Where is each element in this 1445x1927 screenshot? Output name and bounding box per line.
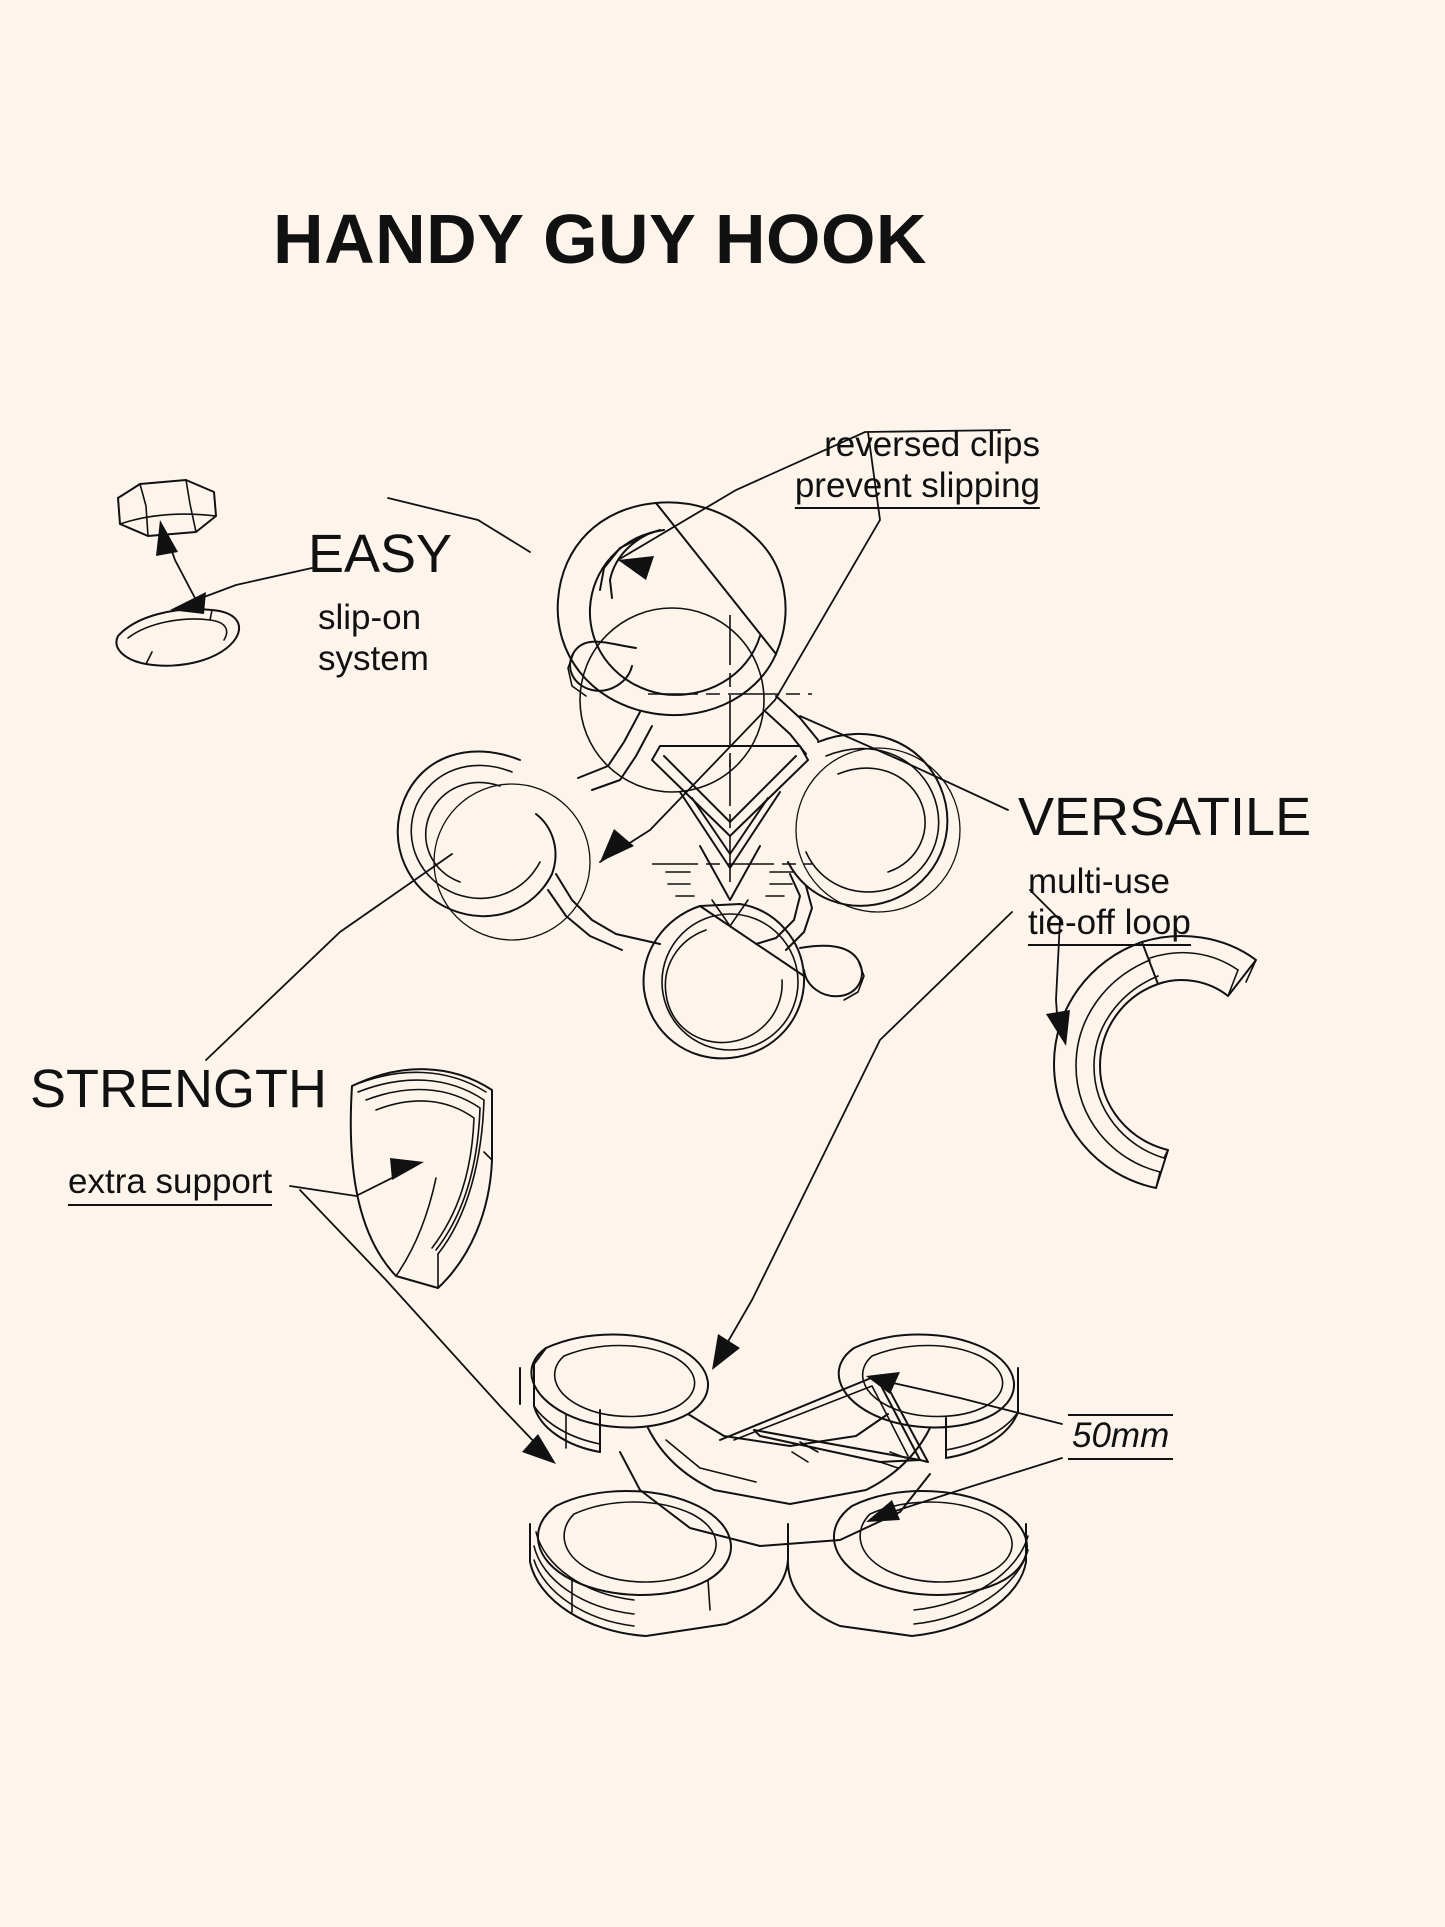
- feature-sub-versatile-line1: multi-use: [1028, 862, 1170, 901]
- feature-sub-easy-line1: slip-on: [318, 598, 422, 637]
- feature-sub-reversed-clips: reversed clips prevent slipping: [794, 425, 1040, 510]
- feature-sub-versatile-line2: tie-off loop: [1028, 903, 1191, 947]
- feature-sub-versatile: multi-use tie-off loop: [1028, 862, 1191, 947]
- drawing-top-view-hook: [396, 501, 961, 1060]
- feature-sub-easy: slip-on system: [318, 598, 429, 679]
- feature-heading-easy: EASY: [308, 524, 453, 584]
- feature-heading-versatile: VERSATILE: [1018, 787, 1312, 847]
- brand-chevron-logo: [651, 745, 809, 927]
- centre-mark-bottom: [652, 760, 812, 890]
- feature-sub-reversed-clips-line2: prevent slipping: [794, 466, 1040, 510]
- drawing-isometric-hook: [519, 1333, 1029, 1637]
- feature-heading-strength: STRENGTH: [30, 1059, 327, 1119]
- centre-mark-top: [648, 615, 812, 768]
- feature-sub-strength: extra support: [68, 1162, 273, 1206]
- leader-lines: [156, 429, 1070, 1522]
- feature-sub-easy-line2: system: [318, 638, 429, 678]
- drawing-slip-on-detail: [115, 479, 240, 667]
- brand-chevron-logo-iso: [719, 1375, 929, 1469]
- dimension-label-width: 50mm: [1068, 1414, 1174, 1460]
- drawing-extra-support-detail: [349, 1068, 493, 1289]
- feature-sub-strength-line1: extra support: [68, 1162, 273, 1206]
- page-title: HANDY GUY HOOK: [273, 200, 927, 278]
- feature-sub-reversed-clips-line1: reversed clips: [824, 425, 1040, 464]
- drawing-tie-off-loop-detail: [1053, 935, 1257, 1189]
